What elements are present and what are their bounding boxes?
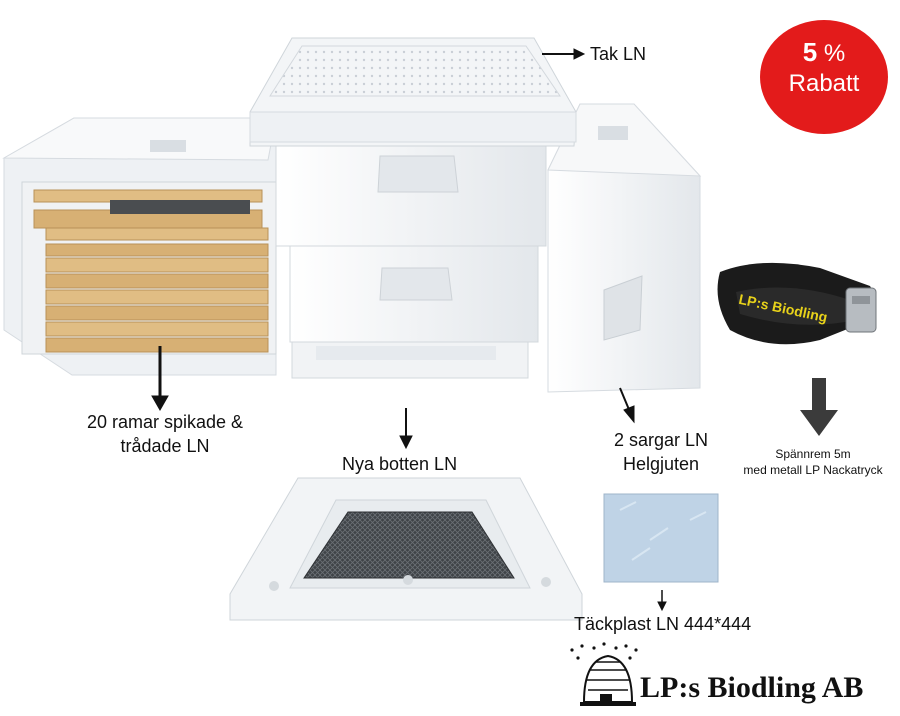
strap-arrow bbox=[800, 378, 838, 436]
frame-box bbox=[2, 117, 277, 376]
pointer-arrows bbox=[151, 48, 667, 612]
skep-logo-icon bbox=[570, 642, 638, 706]
ratchet-strap bbox=[717, 262, 877, 345]
label-strap-line1: Spännrem 5m bbox=[775, 447, 851, 461]
side-box bbox=[547, 103, 702, 393]
label-boxes-line2: Helgjuten bbox=[622, 454, 700, 474]
label-boxes: 2 sargar LN Helgjuten bbox=[600, 428, 722, 476]
label-frames: 20 ramar spikade & trådade LN bbox=[70, 410, 260, 458]
label-cover: Täckplast LN 444*444 bbox=[574, 614, 752, 634]
label-strap-line2: med metall LP Nackatryck bbox=[743, 463, 883, 477]
bottom-board bbox=[229, 477, 583, 621]
discount-badge: 5 % Rabatt bbox=[760, 20, 888, 134]
label-frames-line2: trådade LN bbox=[120, 436, 210, 456]
cover-plastic bbox=[603, 493, 719, 583]
discount-number: 5 bbox=[802, 37, 818, 67]
roof bbox=[249, 37, 577, 147]
label-bottom: Nya botten LN bbox=[342, 454, 458, 474]
label-strap: Spännrem 5m med metall LP Nackatryck bbox=[728, 446, 898, 478]
wooden-frames bbox=[33, 189, 269, 353]
label-frames-line1: 20 ramar spikade & bbox=[86, 412, 244, 432]
discount-percent: 5 % bbox=[760, 38, 888, 68]
hive-boxes bbox=[275, 139, 547, 379]
label-boxes-line1: 2 sargar LN bbox=[613, 430, 709, 450]
discount-percent-sign: % bbox=[823, 40, 846, 67]
discount-text: Rabatt bbox=[788, 70, 860, 97]
label-roof: Tak LN bbox=[590, 44, 647, 64]
company-logo-text: LP:s Biodling AB bbox=[640, 671, 864, 704]
